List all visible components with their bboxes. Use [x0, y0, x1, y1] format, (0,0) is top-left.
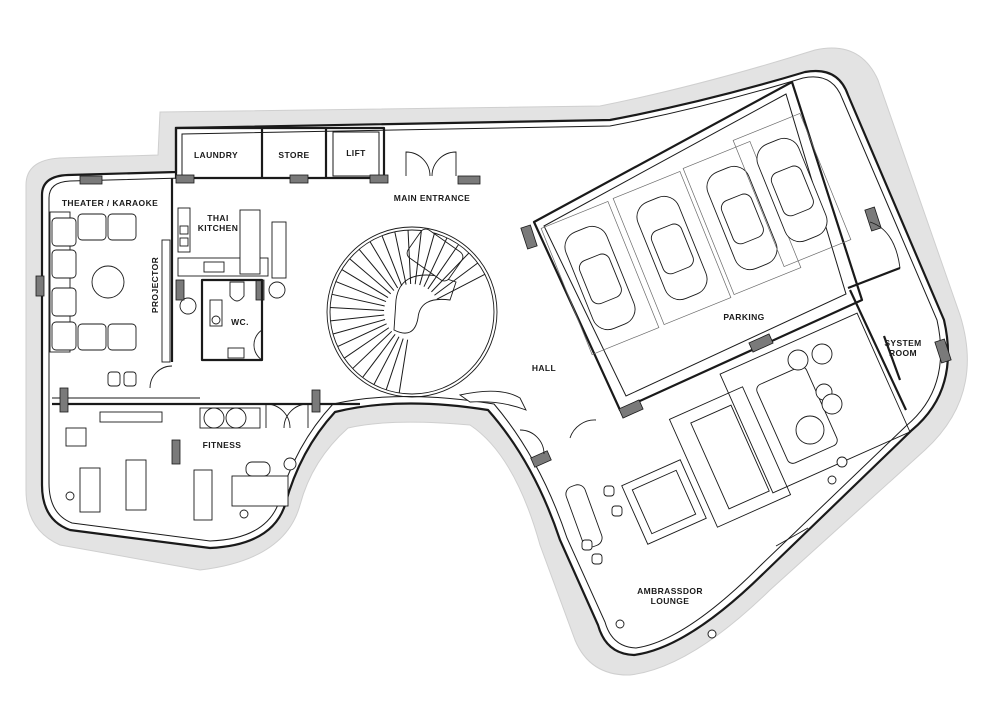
- stair-tread: [434, 262, 479, 296]
- stair-tread: [373, 336, 400, 385]
- stair-tread: [332, 319, 386, 335]
- column: [35, 275, 45, 297]
- label-hall: HALL: [532, 363, 556, 373]
- label-kitchen: KITCHEN: [198, 223, 239, 233]
- column: [369, 174, 389, 184]
- stair-tread: [349, 258, 392, 295]
- label-parking: PARKING: [723, 312, 764, 322]
- stair-tread: [369, 241, 399, 289]
- stair-tread: [394, 231, 407, 285]
- label-main-entrance: MAIN ENTRANCE: [394, 193, 471, 203]
- label-lift: LIFT: [346, 148, 366, 158]
- label-lounge-1: AMBRASSDOR: [637, 586, 703, 596]
- stair-tread: [385, 338, 404, 390]
- stair-tread: [352, 330, 393, 369]
- stair-tread: [337, 323, 387, 348]
- fitness-furniture: [52, 387, 360, 521]
- building-floor-area: [40, 69, 950, 657]
- label-lounge-2: LOUNGE: [651, 596, 690, 606]
- column: [79, 175, 103, 185]
- stair-tread: [398, 339, 409, 394]
- stair-tread: [341, 269, 389, 298]
- column: [530, 450, 552, 468]
- label-room: ROOM: [889, 348, 917, 358]
- stair-tread: [381, 235, 403, 287]
- stair-tread: [427, 244, 459, 290]
- grand-piano: [406, 228, 464, 282]
- wc-room: [200, 278, 264, 362]
- top-rooms: [79, 126, 481, 185]
- column: [175, 279, 185, 301]
- stair-tread: [362, 334, 396, 378]
- stair-tread: [431, 252, 470, 293]
- kitchen-furniture: [175, 207, 287, 315]
- label-fitness: FITNESS: [203, 440, 242, 450]
- label-system: SYSTEM: [884, 338, 921, 348]
- stair-tread: [407, 230, 412, 285]
- column: [289, 174, 309, 184]
- parked-car: [732, 113, 852, 267]
- column: [175, 174, 195, 184]
- hall-doors[interactable]: [519, 419, 597, 455]
- parking: [520, 80, 882, 419]
- lounge-furniture: [530, 312, 911, 639]
- stair-tread: [423, 237, 448, 287]
- stair-tread: [331, 293, 385, 307]
- inner-wall-line: [48, 76, 942, 649]
- parked-car: [682, 141, 802, 295]
- column: [934, 338, 952, 364]
- stair-tread: [343, 327, 390, 359]
- column: [457, 175, 481, 185]
- column: [618, 399, 644, 419]
- label-wc: WC.: [231, 317, 249, 327]
- stair-tread: [330, 314, 385, 322]
- stair-tread: [414, 230, 422, 285]
- label-thai: THAI: [207, 213, 228, 223]
- column: [520, 224, 538, 250]
- parked-car: [540, 201, 660, 355]
- label-projector: PROJECTOR: [150, 257, 160, 313]
- column: [748, 333, 774, 353]
- label-theater: THEATER / KARAOKE: [62, 198, 158, 208]
- theater-furniture: [35, 178, 174, 389]
- stair-tread: [358, 249, 395, 291]
- spiral-staircase: [326, 226, 527, 411]
- stair-tread: [330, 307, 385, 311]
- label-laundry: LAUNDRY: [194, 150, 238, 160]
- parked-car: [612, 171, 732, 325]
- system-room: [847, 221, 952, 411]
- stair-tread: [335, 281, 387, 303]
- label-store: STORE: [278, 150, 309, 160]
- stair-tread: [419, 233, 435, 286]
- stair-tread: [436, 273, 486, 300]
- main-entrance-doors[interactable]: [405, 151, 457, 177]
